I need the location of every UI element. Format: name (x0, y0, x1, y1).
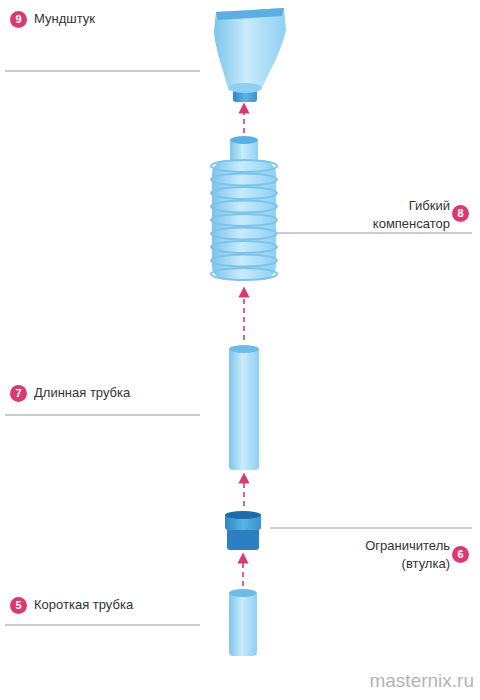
part-name: Короткая трубка (34, 596, 133, 614)
part-name: Гибкий компенсатор (340, 197, 450, 233)
callout-number: 8 (452, 205, 469, 222)
part-name: Ограничитель (втулка) (340, 537, 450, 573)
mouthpiece (214, 8, 286, 102)
assembly-arrows (243, 108, 244, 586)
callout-number: 7 (10, 385, 27, 402)
long-tube (229, 345, 259, 470)
short-tube (229, 589, 257, 656)
bellows-rib (211, 228, 277, 240)
bellows-rib (211, 160, 277, 172)
bellows-rib (211, 214, 277, 226)
bellows-rib (211, 255, 277, 267)
part-name: Мундштук (34, 10, 95, 28)
limiter-bushing (225, 511, 261, 550)
flexible-compensator (211, 136, 277, 280)
bellows-rib (211, 241, 277, 253)
callout-number: 5 (10, 597, 27, 614)
callout-number: 6 (452, 546, 469, 563)
bellows-rib (211, 268, 277, 280)
part-name: Длинная трубка (34, 384, 130, 402)
watermark: masternix.ru (369, 670, 474, 692)
bellows-rib (211, 201, 277, 213)
callout-number: 9 (10, 11, 27, 28)
bellows-rib (211, 174, 277, 186)
leader-lines (5, 71, 472, 625)
bellows-rib (211, 187, 277, 199)
